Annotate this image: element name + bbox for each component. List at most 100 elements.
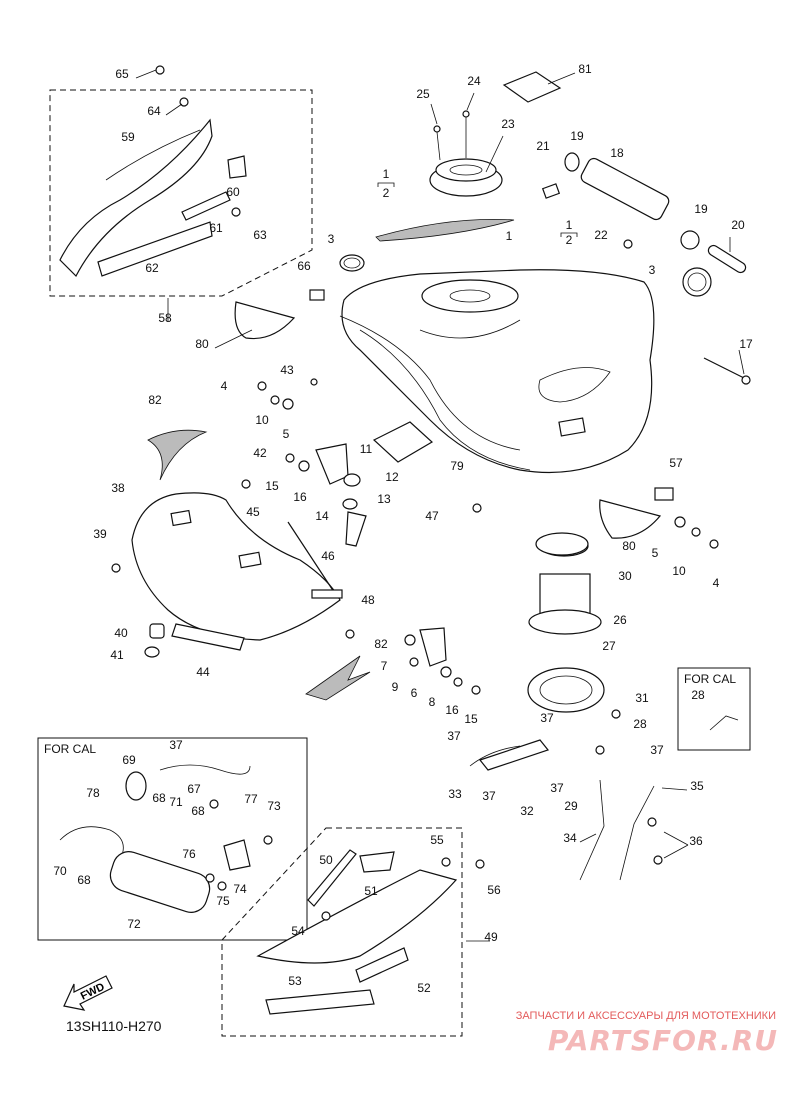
part-label-81: 81 [578, 62, 592, 76]
part-label-45: 45 [246, 505, 260, 519]
part-label-48: 48 [361, 593, 375, 607]
part-label-21: 21 [536, 139, 550, 153]
part-label-68: 68 [152, 791, 166, 805]
part-label-38: 38 [111, 481, 125, 495]
part-78-hose [59, 826, 124, 861]
part-82-emblem-bottom [305, 655, 371, 701]
part-label-72: 72 [127, 917, 141, 931]
part-53-strip [265, 989, 375, 1015]
part-label-55: 55 [430, 833, 444, 847]
part-32-hose [478, 739, 550, 771]
part-52-strip [355, 947, 409, 983]
part-label-16: 16 [445, 703, 459, 717]
part-label-51: 51 [364, 884, 378, 898]
part-72-canister [109, 851, 211, 913]
part-label-6: 6 [411, 686, 418, 700]
part-label-14: 14 [315, 509, 329, 523]
part-label-19: 19 [694, 202, 708, 216]
part-label-22: 22 [594, 228, 608, 242]
part-label-12: 12 [385, 470, 399, 484]
part-label-3: 3 [649, 263, 656, 277]
part-76-bracket [223, 839, 251, 871]
part-58-side-cover [59, 118, 213, 278]
part-label-80: 80 [195, 337, 209, 351]
group-58-frame [49, 89, 313, 297]
part-label-41: 41 [110, 648, 124, 662]
part-label-19: 19 [570, 129, 584, 143]
part-20-tube [707, 244, 747, 274]
part-label-18: 18 [610, 146, 624, 160]
part-1-tank-decal-left [375, 218, 515, 242]
part-label-32: 32 [520, 804, 534, 818]
part-label-34: 34 [563, 831, 577, 845]
part-33-hose [469, 745, 521, 767]
part-34-hose [579, 779, 605, 881]
part-label-59: 59 [121, 130, 135, 144]
part-44-strip [171, 623, 245, 651]
part-label-65: 65 [115, 67, 129, 81]
part-label-61: 61 [209, 221, 223, 235]
for-cal-small-inset-frame [677, 667, 751, 751]
part-81-label-sticker [502, 71, 562, 103]
part-label-62: 62 [145, 261, 159, 275]
part-label-58: 58 [158, 311, 172, 325]
part-label-75: 75 [216, 894, 230, 908]
part-11-bracket [315, 443, 349, 485]
part-label-1: 1 [566, 218, 573, 232]
part-79-plate [372, 421, 434, 463]
part-label-37: 37 [447, 729, 461, 743]
part-label-28: 28 [633, 717, 647, 731]
part-label-2: 2 [383, 186, 390, 200]
part-label-37: 37 [482, 789, 496, 803]
part-69-valve [125, 771, 147, 801]
part-6-bracket [419, 627, 447, 667]
part-label-11: 11 [360, 442, 373, 456]
part-67-hose [159, 764, 251, 775]
fwd-arrow-icon: FWD [63, 975, 113, 1011]
part-label-1: 1 [506, 229, 513, 243]
part-label-79: 79 [450, 459, 464, 473]
part-82-emblem-top [147, 429, 208, 481]
part-35-hose [619, 785, 655, 881]
part-30-o-ring [535, 532, 589, 556]
part-80-cover-right [599, 499, 662, 539]
part-label-1: 1 [383, 167, 390, 181]
part-label-27: 27 [602, 639, 616, 653]
part-label-53: 53 [288, 974, 302, 988]
part-label-7: 7 [381, 659, 388, 673]
part-label-82: 82 [374, 637, 388, 651]
part-66-clip [309, 289, 325, 301]
part-51-pad [359, 851, 395, 873]
part-28-fitting [709, 715, 739, 731]
for-cal-small-inset-title: FOR CAL [684, 672, 737, 686]
group-49-frame [221, 827, 463, 1037]
part-41-nut [144, 646, 160, 658]
part-label-4: 4 [221, 379, 228, 393]
part-50-rod [307, 849, 357, 907]
for-cal-inset-title: FOR CAL [44, 742, 97, 756]
part-61-rod [181, 191, 231, 221]
part-59-rail [105, 129, 201, 181]
part-label-43: 43 [280, 363, 294, 377]
part-label-23: 23 [501, 117, 515, 131]
part-label-68: 68 [191, 804, 205, 818]
part-label-8: 8 [429, 695, 436, 709]
part-label-73: 73 [267, 799, 281, 813]
part-label-74: 74 [233, 882, 247, 896]
part-label-70: 70 [53, 864, 67, 878]
part-label-31: 31 [635, 691, 649, 705]
part-62-panel [97, 221, 213, 277]
part-label-9: 9 [392, 680, 399, 694]
part-label-82: 82 [148, 393, 162, 407]
part-label-57: 57 [669, 456, 683, 470]
part-label-63: 63 [253, 228, 267, 242]
part-label-49: 49 [484, 930, 498, 944]
part-40-grommet [149, 623, 165, 639]
part-label-66: 66 [297, 259, 311, 273]
part-label-10: 10 [672, 564, 686, 578]
part-label-42: 42 [253, 446, 267, 460]
part-label-69: 69 [122, 753, 136, 767]
part-label-37: 37 [540, 711, 554, 725]
part-60-pad [227, 155, 247, 179]
